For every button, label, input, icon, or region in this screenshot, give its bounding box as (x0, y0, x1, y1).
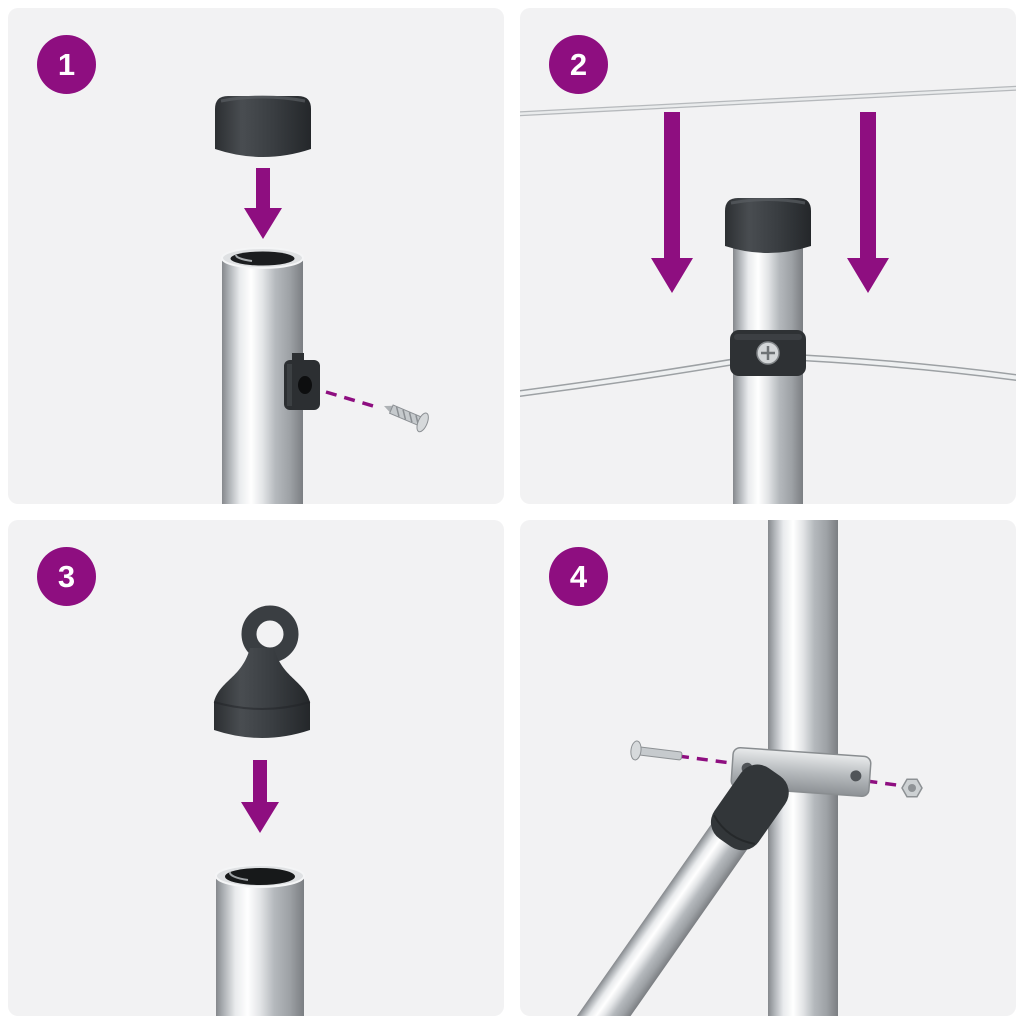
step-1-illustration (215, 95, 429, 504)
step-2-illustration (520, 85, 1016, 504)
step-number-badge: 3 (37, 547, 96, 606)
down-arrow-icon (241, 760, 279, 833)
step-number-badge: 4 (549, 547, 608, 606)
diagonal-brace (547, 764, 789, 1016)
step-number: 3 (57, 558, 76, 594)
down-arrow-icon (244, 168, 282, 239)
down-arrow-icon (847, 112, 889, 293)
bolt-icon (630, 740, 683, 761)
step-4-illustration (547, 520, 923, 1016)
step-3-illustration (213, 605, 311, 1016)
wire-clamp-icon (284, 353, 320, 410)
down-arrow-icon (651, 112, 693, 293)
step-panel-3: 3 (8, 520, 504, 1016)
nut-icon (901, 778, 923, 798)
step-panel-2: 2 (520, 8, 1016, 504)
step-number: 2 (569, 46, 588, 82)
brace-connector (710, 764, 789, 851)
wire-clamp-icon (730, 330, 806, 376)
step-panel-1: 1 (8, 8, 504, 504)
upper-wire (520, 85, 1016, 117)
screw-icon (384, 404, 429, 433)
post-cap-icon (725, 198, 811, 253)
metal-tube (215, 864, 305, 1016)
step-number: 4 (569, 558, 588, 594)
dashed-guide-line (325, 390, 381, 410)
step-panel-4: 4 (520, 520, 1016, 1016)
step-number: 1 (57, 46, 76, 82)
eye-cap-icon (213, 605, 311, 738)
post-cap-icon (215, 95, 311, 157)
step-number-badge: 1 (37, 35, 96, 94)
step-number-badge: 2 (549, 35, 608, 94)
